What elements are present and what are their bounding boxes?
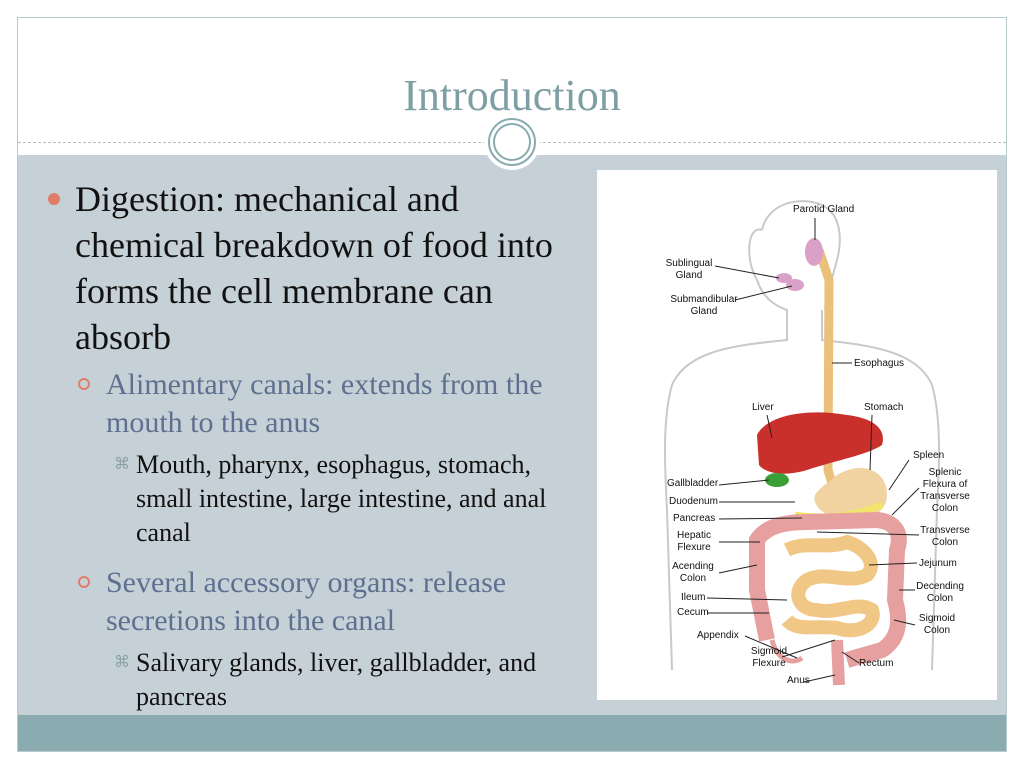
- digestive-system-illustration: [663, 200, 941, 686]
- label-ascending-colon: Acending Colon: [672, 561, 714, 584]
- bullet-level3: ⌘ Mouth, pharynx, esophagus, stomach, sm…: [40, 448, 590, 550]
- label-esophagus: Esophagus: [854, 358, 905, 369]
- label-jejunum: Jejunum: [919, 558, 957, 569]
- ornament-inner-ring-icon: [493, 123, 531, 161]
- bullet-text: Mouth, pharynx, esophagus, stomach, smal…: [136, 450, 547, 547]
- label-sublingual-gland: Sublingual Gland: [665, 258, 713, 281]
- label-cecum: Cecum: [677, 607, 709, 618]
- label-parotid-gland: Parotid Gland: [793, 204, 855, 215]
- label-duodenum: Duodenum: [669, 496, 718, 507]
- bullet-level1: Digestion: mechanical and chemical break…: [40, 176, 590, 360]
- label-ileum: Ileum: [681, 592, 706, 603]
- digestive-system-diagram: Parotid Gland Sublingual Gland Submandib…: [597, 170, 997, 700]
- bullet-level2: Several accessory organs: release secret…: [40, 564, 590, 640]
- label-sigmoid-flexure: Sigmoid Flexure: [750, 646, 788, 669]
- label-liver: Liver: [752, 402, 774, 413]
- bullet-level2: Alimentary canals: extends from the mout…: [40, 366, 590, 442]
- label-spleen: Spleen: [913, 450, 945, 461]
- label-splenic-flexure: Splenic Flexura of Transverse Colon: [920, 467, 970, 514]
- bullet-text: Alimentary canals: extends from the mout…: [106, 368, 543, 439]
- label-rectum: Rectum: [859, 658, 894, 669]
- bullet-text: Digestion: mechanical and chemical break…: [75, 179, 553, 357]
- label-gallbladder: Gallbladder: [667, 478, 719, 489]
- label-pancreas: Pancreas: [673, 513, 716, 524]
- label-sigmoid-colon: Sigmoid Colon: [918, 613, 956, 636]
- label-anus: Anus: [787, 675, 810, 686]
- slide-title: Introduction: [403, 71, 621, 120]
- label-appendix: Appendix: [697, 630, 739, 641]
- label-transverse-colon: Transverse Colon: [920, 525, 970, 548]
- label-hepatic-flexure: Hepatic Flexure: [677, 530, 711, 553]
- footer-bar: [18, 715, 1006, 751]
- bullet-ring-icon: [78, 378, 90, 390]
- bullet-list: Digestion: mechanical and chemical break…: [40, 176, 590, 718]
- bullet-text: Salivary glands, liver, gallbladder, and…: [136, 648, 537, 711]
- bullet-text: Several accessory organs: release secret…: [106, 566, 507, 637]
- label-descending-colon: Decending Colon: [916, 581, 964, 604]
- label-submandibular-gland: Submandibular Gland: [670, 294, 738, 317]
- label-stomach: Stomach: [864, 402, 904, 413]
- bullet-dot-icon: [48, 193, 60, 205]
- bullet-level3: ⌘ Salivary glands, liver, gallbladder, a…: [40, 646, 590, 714]
- slide-frame: [17, 17, 1007, 752]
- bullet-ring-icon: [78, 576, 90, 588]
- bullet-cross-icon: ⌘: [114, 454, 130, 473]
- bullet-cross-icon: ⌘: [114, 652, 130, 671]
